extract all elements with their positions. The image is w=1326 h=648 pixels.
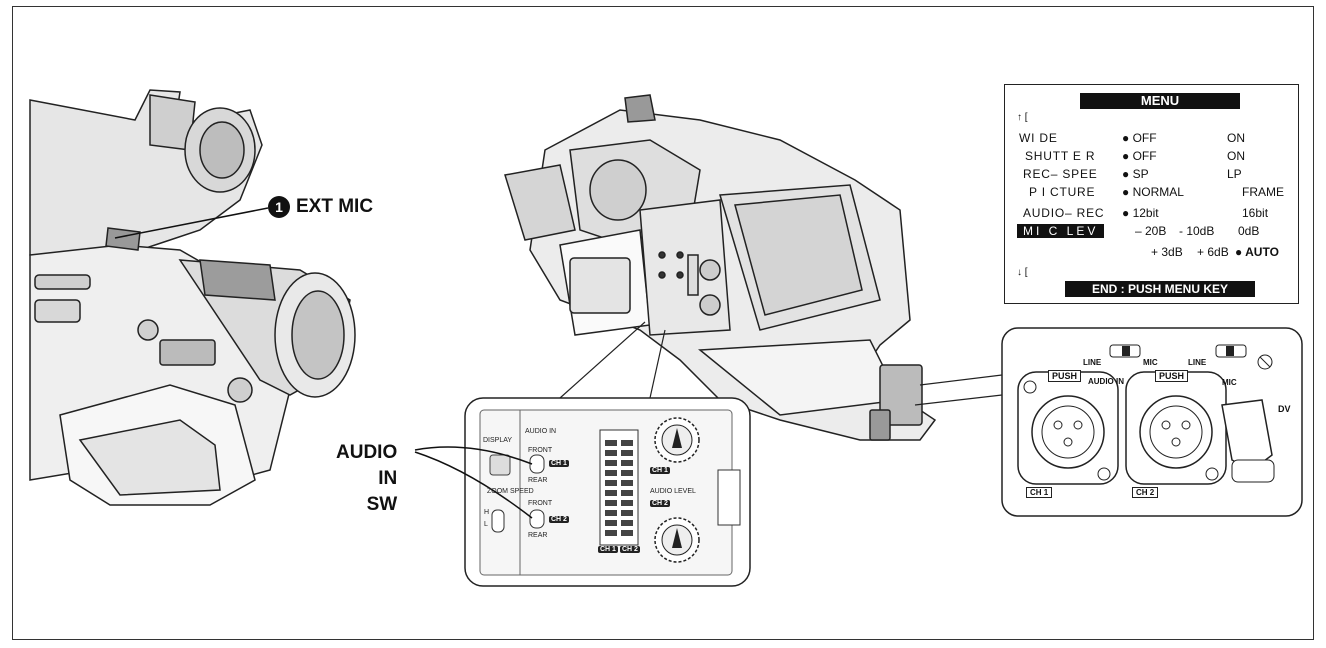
audio-in-sw-leaders <box>414 446 533 519</box>
knob-ch1-tag: CH 1 <box>650 467 670 474</box>
ext-mic-callout: 1 EXT MIC <box>268 196 373 218</box>
panel-display-label: DISPLAY <box>483 437 513 444</box>
ext-mic-leader-line <box>114 207 269 239</box>
panel-ch1-tag: CH 1 <box>549 460 569 467</box>
menu-row-picture-opt2: FRAME <box>1242 185 1284 199</box>
mic-lev-opt-minus20: – 20B <box>1135 224 1167 238</box>
callout-number-1: 1 <box>268 196 290 218</box>
camcorder-front-illustration <box>29 89 356 506</box>
panel-l-label: L <box>484 521 488 528</box>
mic-lev-highlight: MI C LEV <box>1017 224 1105 238</box>
menu-row-audio-rec-opt2: 16bit <box>1242 206 1269 220</box>
panel-front-1-label: FRONT <box>528 447 553 454</box>
menu-row-wide: WI DE <box>1019 131 1058 145</box>
xlr-mic-1-label: MIC <box>1143 358 1158 367</box>
knob-ch2-tag: CH 2 <box>650 500 670 507</box>
panel-rear-2-label: REAR <box>528 532 548 539</box>
menu-up-arrow: ↑ [ <box>1017 112 1028 123</box>
menu-row-audio-rec: AUDIO– REC <box>1023 206 1105 220</box>
mic-lev-opt-plus3: + 3dB <box>1151 245 1183 259</box>
menu-row-wide-opt1: ● OFF <box>1122 131 1157 145</box>
ext-mic-label: EXT MIC <box>296 196 374 217</box>
xlr-ch2-tag: CH 2 <box>1132 487 1159 498</box>
mic-lev-opt-plus6: + 6dB <box>1197 245 1229 259</box>
meter-ch2-tag: CH 2 <box>620 546 640 553</box>
audio-in-sw-line-2: IN <box>378 468 398 489</box>
xlr-mic-2-label: MIC <box>1222 378 1237 387</box>
xlr-leader-line-1 <box>914 394 1003 406</box>
menu-row-rec-speed-opt1: ● SP <box>1122 167 1149 181</box>
menu-down-arrow: ↓ [ <box>1017 267 1028 278</box>
mic-lev-opt-minus10: - 10dB <box>1179 224 1215 238</box>
menu-row-wide-opt2: ON <box>1227 131 1245 145</box>
menu-row-rec-speed-opt2: LP <box>1227 167 1242 181</box>
camcorder-rear-illustration <box>504 94 937 441</box>
xlr-audio-in-label: AUDIO IN <box>1088 377 1124 386</box>
xlr-push-2-label: PUSH <box>1155 370 1189 382</box>
audio-in-sw-line-3: SW <box>366 494 398 515</box>
xlr-dv-label: DV <box>1278 404 1291 414</box>
panel-h-label: H <box>484 509 490 516</box>
panel-audio-in-label: AUDIO IN <box>525 428 557 435</box>
mic-lev-opt-0db: 0dB <box>1238 224 1260 238</box>
panel-zoom-speed-label: ZOOM SPEED <box>487 488 534 495</box>
xlr-leader-line-2 <box>919 374 1003 386</box>
menu-row-mic-lev: MI C LEV <box>1017 224 1105 238</box>
audio-in-sw-line-1: AUDIO <box>336 442 398 463</box>
panel-leader-line-2 <box>649 329 666 399</box>
audio-panel-detail <box>464 397 751 587</box>
menu-row-rec-speed: REC– SPEE <box>1023 167 1098 181</box>
menu-row-picture: P I CTURE <box>1029 185 1096 199</box>
panel-rear-1-label: REAR <box>528 477 548 484</box>
panel-leader-line-1 <box>559 321 646 399</box>
menu-row-shutter-opt2: ON <box>1227 149 1245 163</box>
xlr-line-2-label: LINE <box>1188 358 1207 367</box>
xlr-push-1-label: PUSH <box>1048 370 1082 382</box>
menu-title: MENU <box>1080 93 1240 109</box>
mic-lev-opt-auto: ● AUTO <box>1235 245 1279 259</box>
menu-footer: END : PUSH MENU KEY <box>1065 281 1255 297</box>
audio-level-label: AUDIO LEVEL <box>650 488 696 495</box>
menu-row-shutter: SHUTT E R <box>1025 149 1096 163</box>
menu-screen: MENU ↑ [ WI DE ● OFF ON SHUTT E R ● OFF … <box>1004 84 1299 304</box>
audio-in-sw-callout: AUDIO IN SW <box>336 440 397 518</box>
meter-ch1-tag: CH 1 <box>598 546 618 553</box>
xlr-line-1-label: LINE <box>1083 358 1102 367</box>
menu-row-audio-rec-opt1: ● 12bit <box>1122 206 1159 220</box>
menu-row-shutter-opt1: ● OFF <box>1122 149 1157 163</box>
xlr-ch1-tag: CH 1 <box>1026 487 1053 498</box>
menu-row-picture-opt1: ● NORMAL <box>1122 185 1184 199</box>
panel-front-2-label: FRONT <box>528 500 553 507</box>
panel-ch2-tag: CH 2 <box>549 516 569 523</box>
